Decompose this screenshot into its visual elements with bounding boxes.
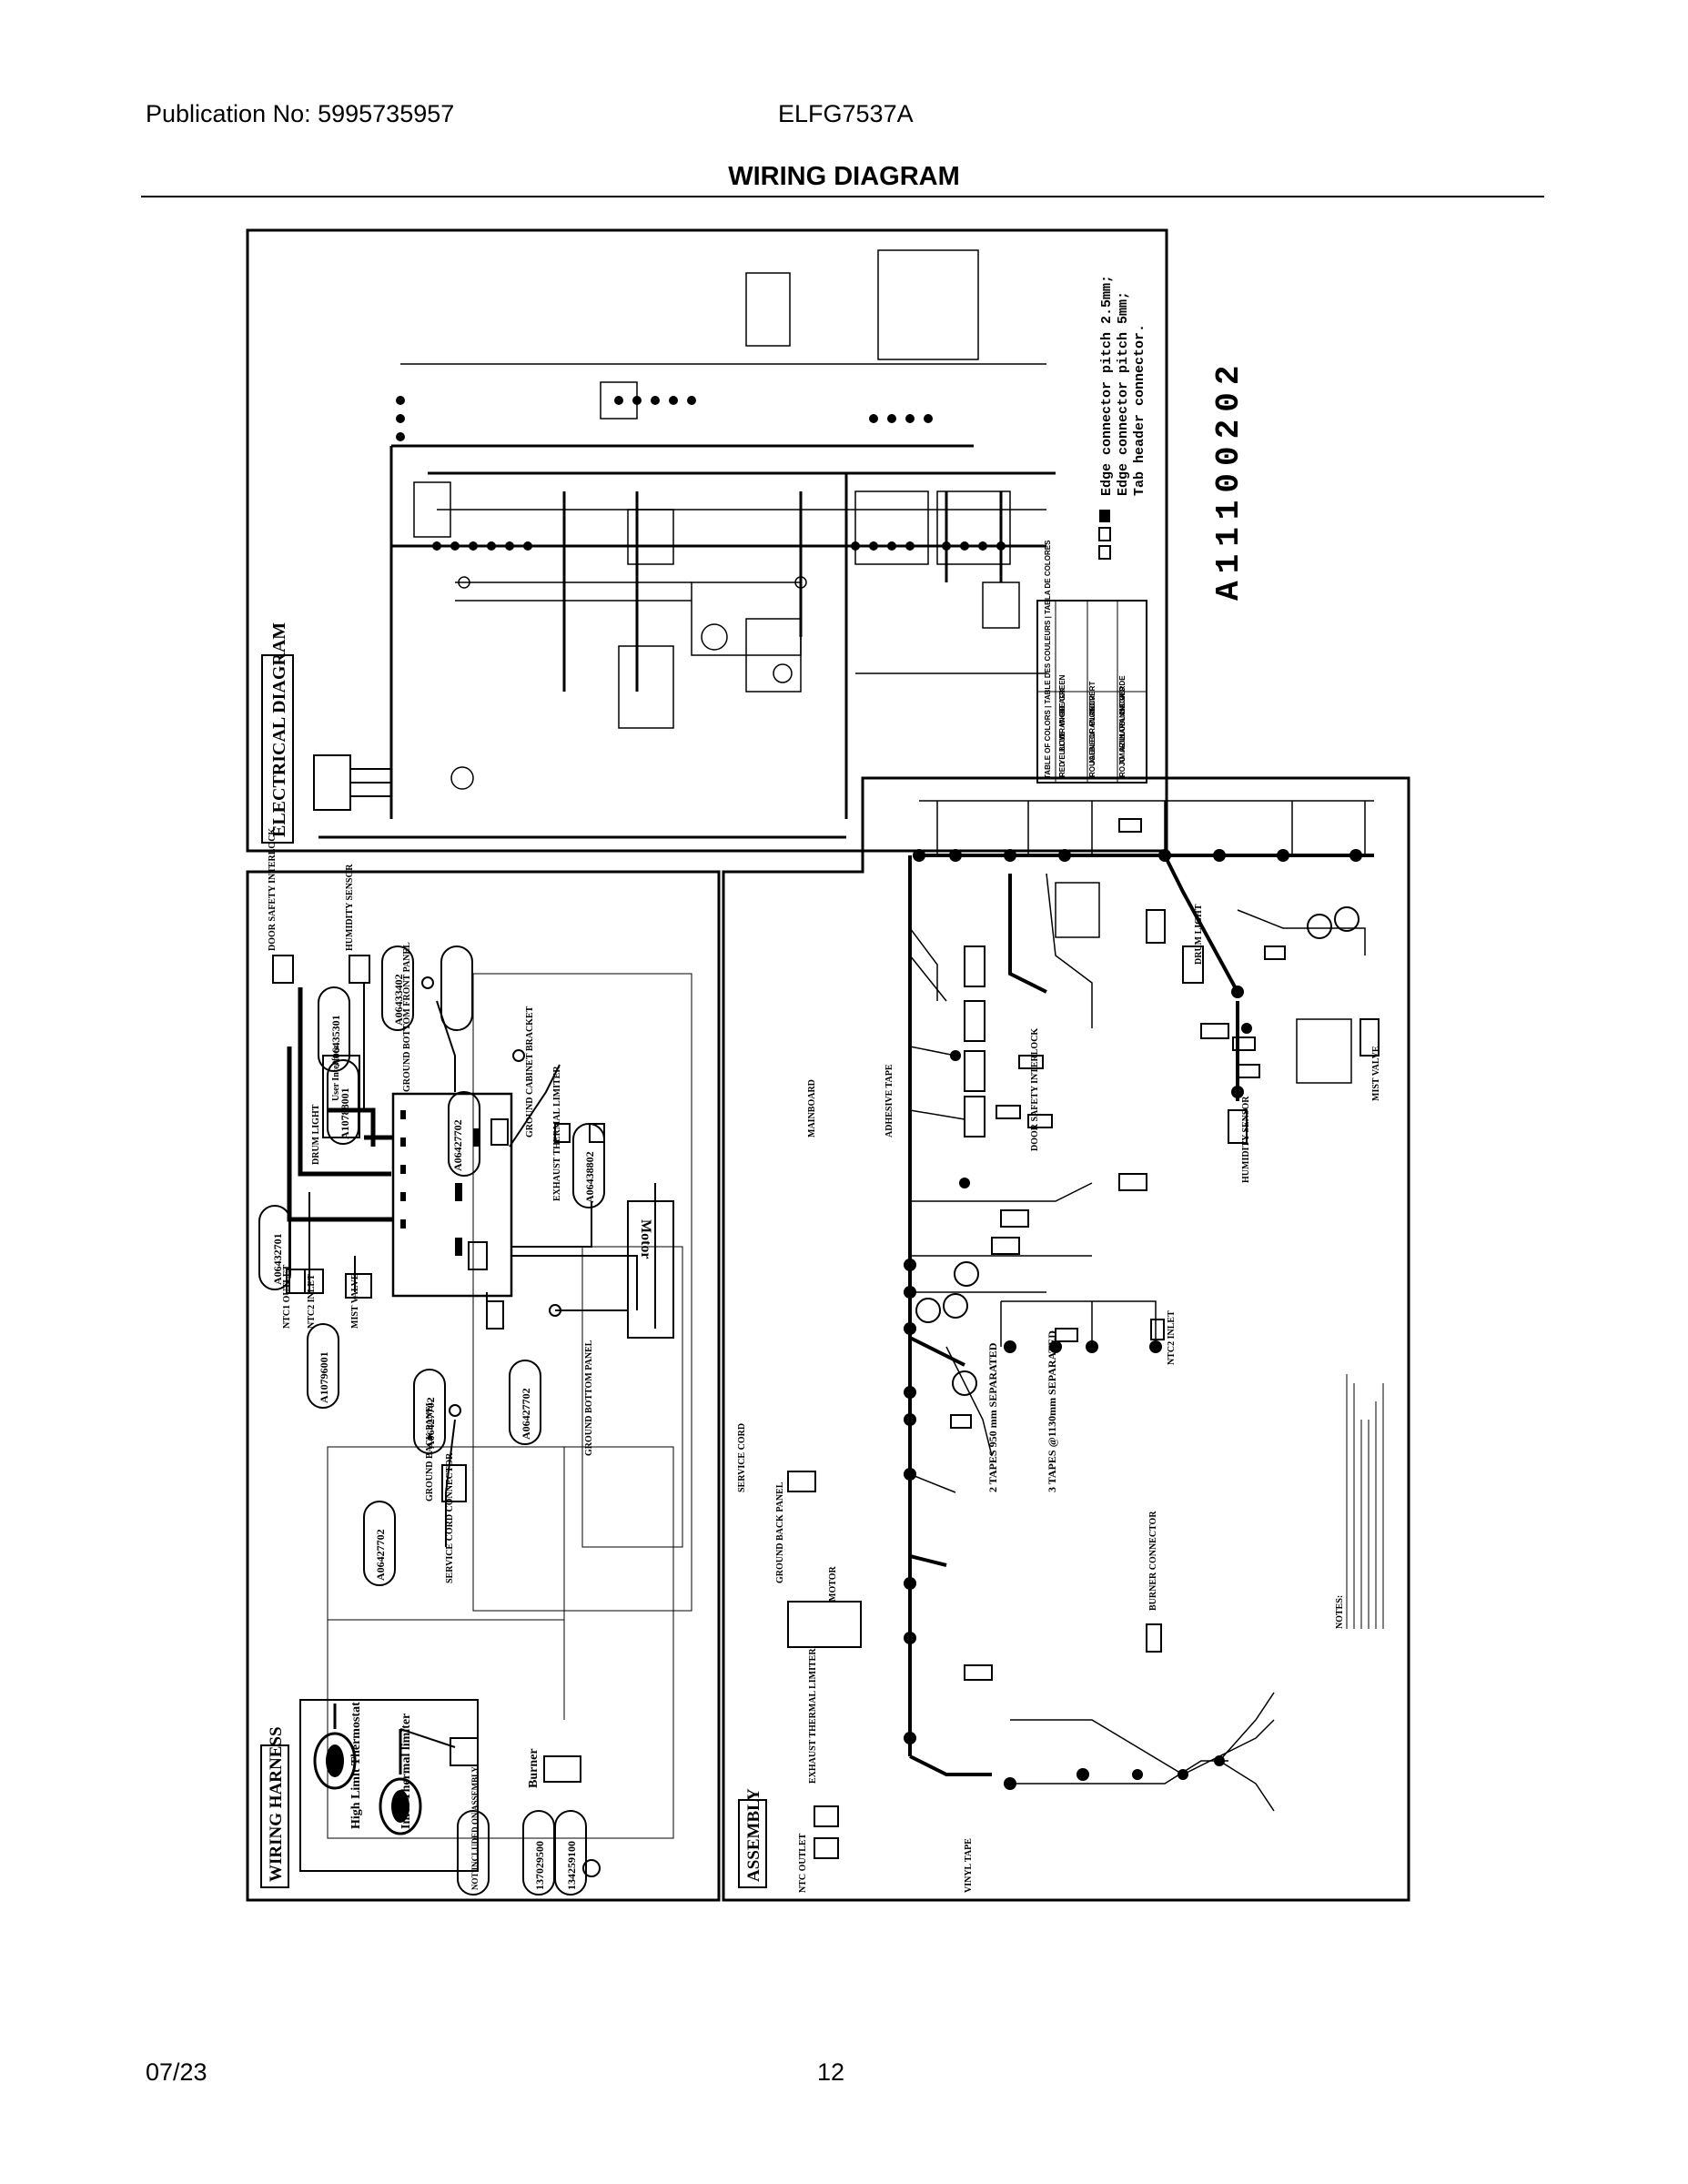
label-service-cord-connector: SERVICE CORD CONNECTOR [445,1452,455,1583]
footer-date: 07/23 [146,2058,207,2086]
model-number: ELFG7537A [778,100,914,127]
color-table-cell: BLACK [1058,688,1066,713]
asm-ground-back-panel: GROUND BACK PANEL [775,1481,785,1583]
part-number-a06427702-b: A06427702 [424,1397,437,1449]
asm-exhaust-thermal-limiter: EXHAUST THERMAL LIMITER [808,1648,818,1784]
color-table-cell: WHITE [1058,703,1066,726]
color-table-cell: VERT [1088,682,1097,701]
asm-burner-connector: BURNER CONNECTOR [1148,1511,1158,1611]
asm-motor: MOTOR [828,1566,838,1602]
color-table-cell: ROUGE [1088,750,1097,777]
asm-ntc2-inlet: NTC2 INLET [1167,1310,1177,1365]
color-table-cell: ORANGE [1058,706,1066,739]
burner-part-3: NOT INCLUDED ON ASSEMBLY [470,1766,480,1890]
assembly-panel: ASSEMBLY [722,776,1410,1902]
color-table-cell: VERDE [1118,675,1127,701]
color-table [1036,600,1147,784]
asm-mist-valve: MIST VALVE [1371,1046,1381,1101]
label-motor: Motor [638,1219,653,1259]
label-ground-bottom-front-panel: GROUND BOTTOM FRONT PANEL [402,942,412,1092]
color-table-cell: ORANGE [1088,706,1097,739]
connector-note-3: Tab header connector. [1132,324,1147,496]
asm-2-tapes: 2 TAPES 950 mm SEPARATED [986,1342,999,1492]
asm-adhesive-tape: ADHESIVE TAPE [884,1064,895,1138]
asm-humidity-sensor: HUMIDITY SENSOR [1241,1096,1251,1183]
color-table-cell: NOIR [1088,695,1097,713]
color-table-cell: BLEU [1088,732,1097,752]
label-ntc2-inlet: NTC2 INLET [307,1274,317,1329]
connector-note-2: Edge connector pitch 5mm; [1116,291,1131,496]
part-number-a06427702-a: A06427702 [451,1119,464,1171]
color-table-cell: BLANC [1088,701,1097,726]
color-table-cell: ROJO [1118,756,1127,777]
service-cord-plug [313,754,391,811]
connector-legend: Edge connector pitch 2.5mm; Edge connect… [1098,275,1147,560]
title-rule [141,196,1544,197]
label-burner: Burner [527,1748,541,1788]
label-ntc1-outlet: NTC1 OUTLET [282,1264,292,1329]
part-number-a10788001: A10788001 [339,1087,351,1139]
asm-door-safety-interlock: DOOR SAFETY INTERLOCK [1030,1028,1040,1151]
part-number-a06427702-d: A06427702 [374,1529,387,1581]
label-high-limit-thermostat: High Limit Thermostat [349,1702,363,1829]
electrical-diagram-panel: ELECTRICAL DIAGRAM [246,228,1248,853]
part-number-a10796001: A10796001 [318,1351,330,1403]
label-ground-bottom-panel: GROUND BOTTOM PANEL [584,1340,594,1456]
wiring-harness-panel: WIRING HARNESS [246,828,721,1902]
main-control-board [391,1092,513,1298]
asm-ntc-outlet: NTC OUTLET [798,1833,808,1893]
color-table-cell: AMARILLO [1118,726,1127,764]
assembly-label: ASSEMBLY [744,1788,763,1882]
color-table-cell: NARANJA [1118,703,1127,739]
color-table-cell: AZUL [1118,733,1127,752]
color-table-cell: RED [1058,762,1066,777]
electrical-diagram-label: ELECTRICAL DIAGRAM [269,622,289,837]
color-table-cell: BLANCO [1118,695,1127,726]
asm-vinyl-tape: VINYL TAPE [964,1838,974,1893]
page-title: WIRING DIAGRAM [728,162,960,191]
asm-drum-light: DRUM LIGHT [1194,904,1204,965]
asm-service-cord: SERVICE CORD [737,1423,747,1492]
color-table-cell: NEGRO [1118,687,1127,713]
burner-part-1: 137029500 [533,1841,546,1890]
connector-note-1: Edge connector pitch 2.5mm; [1099,275,1115,496]
wiring-harness-label: WIRING HARNESS [267,1726,286,1882]
label-mist-valve: MIST VALVE [350,1273,360,1329]
footer-page-number: 12 [817,2058,845,2086]
label-humidity-sensor: HUMIDITY SENSOR [345,864,355,951]
part-number-a06433402: A06433402 [392,974,405,1026]
burner-part-2: 134259100 [565,1841,578,1890]
color-table-cell: GREEN [1058,674,1066,701]
asm-3-tapes: 3 TAPES @1130mm SEPARATED [1046,1330,1058,1492]
color-table-cell: YELLOW [1058,733,1066,764]
label-door-safety-interlock: DOOR SAFETY INTERLOCK [268,828,278,951]
diagram-code: A11100202 [1210,359,1248,601]
part-number-a06435301: A06435301 [329,1015,342,1067]
label-ground-back-panel: GROUND BACK PANEL [425,1400,435,1502]
label-ground-cabinet-bracket: GROUND CABINET BRACKET [525,1006,535,1138]
publication-number: Publication No: 5995735957 [146,100,455,127]
part-number-a06432701: A06432701 [271,1233,284,1285]
part-number-a06438802: A06438802 [583,1151,596,1203]
label-user-interface: User Interface [331,1045,341,1101]
asm-mainboard: MAINBOARD [807,1079,817,1138]
color-table-cell: BLUE [1058,732,1066,752]
color-table-cell: JAUNE [1088,739,1097,764]
color-table-title: TABLE OF COLORS | TABLE DES COULEURS | T… [1044,540,1052,779]
label-exhaust-thermal-limiter: EXHAUST THERMAL LIMITER [552,1066,562,1201]
part-number-a06427702-c: A06427702 [520,1388,532,1440]
label-drum-light: DRUM LIGHT [311,1104,321,1165]
asm-notes-title: NOTES: [1335,1595,1345,1629]
thermostat-assembly [299,1699,601,1877]
